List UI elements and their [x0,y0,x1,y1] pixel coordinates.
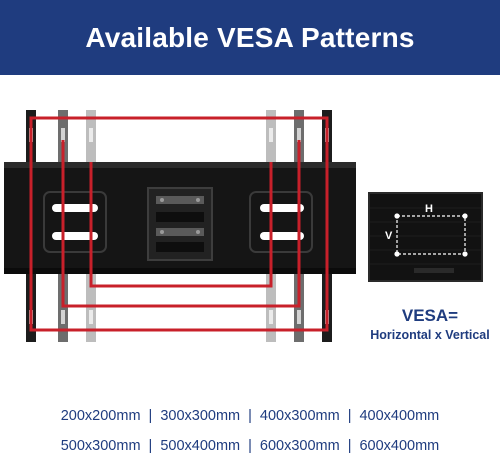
pattern-separator: | [347,438,352,454]
vesa-hole [462,251,468,257]
vesa-hole [394,251,400,257]
vesa-h-label: H [425,203,433,215]
pattern-separator: | [148,408,153,424]
pattern-item: 500x400mm [160,438,241,454]
pattern-item: 500x300mm [60,438,141,454]
vesa-diagram: H V [370,194,481,280]
pattern-item: 200x200mm [60,408,141,424]
vesa-v-label: V [385,230,393,242]
patterns-row-1: 200x200mm | 300x300mm | 400x300mm | 400x… [0,404,500,428]
inner-line [89,162,273,288]
pattern-item: 600x400mm [359,438,440,454]
pattern-item: 300x300mm [160,408,241,424]
page-title: Available VESA Patterns [85,21,415,53]
pattern-separator: | [148,438,153,454]
outer-line [29,116,329,332]
vesa-diagram-panel: H V [368,192,483,282]
pattern-item: 400x300mm [259,408,340,424]
pattern-item: 600x300mm [259,438,340,454]
pattern-item: 400x400mm [359,408,440,424]
middle-line [61,140,301,308]
vesa-definition-title: VESA= [401,306,459,325]
patterns-row-2: 500x300mm | 500x400mm | 600x300mm | 600x… [0,434,500,458]
vesa-hole [462,213,468,219]
pattern-separator: | [347,408,352,424]
wall-mount-illustration [4,110,356,342]
patterns-list: 200x200mm | 300x300mm | 400x300mm | 400x… [0,404,500,458]
vesa-definition-subtitle: Horizontal x Vertical [370,328,490,342]
vesa-measure-lines [29,116,329,332]
pattern-separator: | [248,408,252,424]
pattern-separator: | [248,438,252,454]
center-bracket [147,187,213,261]
header-banner: Available VESA Patterns [0,0,500,75]
vesa-definition: VESA= Horizontal x Vertical [360,306,500,342]
vesa-hole [394,213,400,219]
